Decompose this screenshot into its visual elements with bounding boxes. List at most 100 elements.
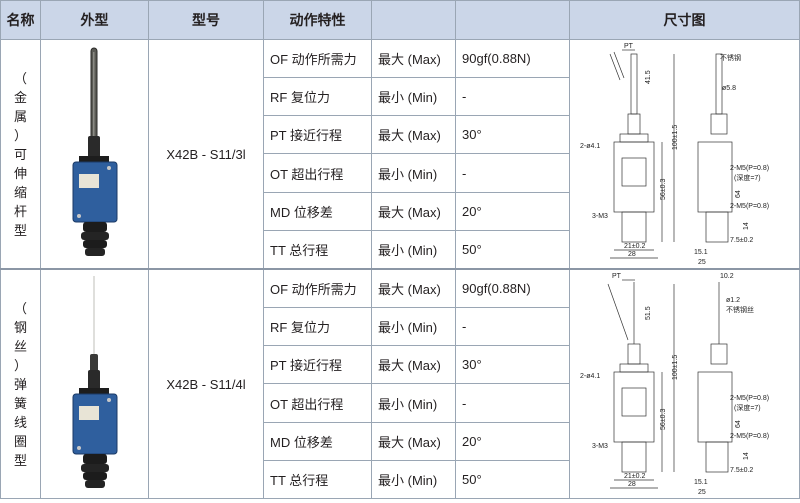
drawing-2-d75: 7.5±0.2: [730, 467, 753, 474]
product-2-prop-6: TT 总行程: [263, 459, 372, 500]
drawing-2-w21: 21±0.2: [624, 473, 645, 480]
limit-switch-telescopic-image: [72, 47, 117, 256]
drawing-2-d25: 25: [698, 489, 706, 496]
product-1-value-4: -: [455, 153, 570, 193]
product-2-photo: [40, 268, 149, 499]
drawing-2-wire-dia: ø1.2: [726, 297, 740, 304]
drawing-1-dim14: 14: [743, 222, 750, 230]
drawing-1-d75: 7.5±0.2: [730, 237, 753, 244]
drawing-2-dim14: 14: [743, 452, 750, 460]
product-2-limit-4: 最小 (Min): [371, 383, 456, 423]
drawing-2-pt: PT: [612, 273, 622, 280]
drawing-2-w28: 28: [628, 481, 636, 488]
product-2-limit-6: 最小 (Min): [371, 459, 456, 500]
product-1-prop-4: OT 超出行程: [263, 153, 372, 193]
product-1-limit-1: 最大 (Max): [371, 38, 456, 79]
product-2-limit-5: 最大 (Max): [371, 421, 456, 461]
product-1-photo: [40, 39, 149, 270]
product-1-limit-5: 最大 (Max): [371, 191, 456, 231]
product-2-dimension-drawing: PT 10.2 ø1.2 不锈钢丝 51.5 100±1.5 2-ø4.1 56…: [569, 268, 800, 499]
product-2-prop-1: OF 动作所需力: [263, 268, 372, 309]
product-1-value-2: -: [455, 77, 570, 117]
product-1-name: （金属）可伸缩杆型: [0, 39, 41, 270]
product-2-prop-3: PT 接近行程: [263, 345, 372, 385]
drawing-2-m3: 3-M3: [592, 443, 608, 450]
product-2-limit-3: 最大 (Max): [371, 345, 456, 385]
drawing-2-depth: (深度=7): [734, 403, 761, 412]
drawing-1-d25: 25: [698, 259, 706, 266]
drawing-1-w28: 28: [628, 251, 636, 258]
header-appearance: 外型: [40, 0, 149, 40]
product-1-dimension-drawing: PT 不锈钢 41.5 ø5.8 100±1.5 2-ø4.1 56±0.3 2…: [569, 39, 800, 270]
drawing-1-m3: 3-M3: [592, 213, 608, 220]
product-1-limit-4: 最小 (Min): [371, 153, 456, 193]
header-name: 名称: [0, 0, 41, 40]
drawing-1-body-h: 56±0.3: [660, 179, 667, 200]
product-2-row-3: PT 接近行程 最大 (Max) 30°: [1, 345, 800, 385]
drawing-2-hole: 2-ø4.1: [580, 373, 600, 380]
drawing-2-total-len: 100±1.5: [672, 355, 679, 380]
product-1-row-6: TT 总行程 最小 (Min) 50°: [1, 229, 800, 270]
product-1-prop-3: PT 接近行程: [263, 115, 372, 155]
drawing-1-rod-len: 41.5: [645, 70, 652, 84]
drawing-1-hole: 2-ø4.1: [580, 143, 600, 150]
product-2-prop-2: RF 复位力: [263, 307, 372, 347]
product-1-value-6: 50°: [455, 229, 570, 270]
drawing-1-material: 不锈钢: [720, 53, 741, 62]
product-1-value-5: 20°: [455, 191, 570, 231]
limit-switch-spring-wire-image: [72, 276, 117, 488]
product-2-value-4: -: [455, 383, 570, 423]
product-2-limit-1: 最大 (Max): [371, 268, 456, 309]
product-1-value-3: 30°: [455, 115, 570, 155]
product-1-limit-2: 最小 (Min): [371, 77, 456, 117]
drawing-2-d151: 15.1: [694, 479, 708, 486]
product-2-row-4: OT 超出行程 最小 (Min) -: [1, 383, 800, 423]
product-2-row-6: TT 总行程 最小 (Min) 50°: [1, 459, 800, 500]
drawing-2-dim64: 64: [735, 420, 742, 428]
drawing-1-rod-dia: ø5.8: [722, 85, 736, 92]
product-1-value-1: 90gf(0.88N): [455, 38, 570, 79]
product-1-limit-6: 最小 (Min): [371, 229, 456, 270]
header-model: 型号: [148, 0, 264, 40]
drawing-2-top-w: 10.2: [720, 273, 734, 280]
header-col5: [455, 0, 570, 40]
product-2-name: （钢丝）弹簧线圈型: [0, 268, 41, 499]
drawing-1-d151: 15.1: [694, 249, 708, 256]
product-2-limit-2: 最小 (Min): [371, 307, 456, 347]
product-1-prop-2: RF 复位力: [263, 77, 372, 117]
drawing-2-screw-bottom: 2-M5(P=0.8): [730, 433, 769, 440]
product-1-row-4: OT 超出行程 最小 (Min) -: [1, 153, 800, 193]
drawing-2-material: 不锈钢丝: [726, 305, 754, 314]
drawing-1-pt: PT: [624, 43, 634, 50]
drawing-1-w21: 21±0.2: [624, 243, 645, 250]
product-2-row-5: MD 位移差 最大 (Max) 20°: [1, 421, 800, 461]
dimension-drawing-2: PT 10.2 ø1.2 不锈钢丝 51.5 100±1.5 2-ø4.1 56…: [580, 273, 769, 496]
header-action: 动作特性: [263, 0, 372, 40]
drawing-1-dim64: 64: [735, 190, 742, 198]
product-2-value-2: -: [455, 307, 570, 347]
drawing-1-screw-bottom: 2-M5(P=0.8): [730, 203, 769, 210]
product-1-row-5: MD 位移差 最大 (Max) 20°: [1, 191, 800, 231]
product-2-value-5: 20°: [455, 421, 570, 461]
header-dimension: 尺寸图: [569, 0, 800, 40]
product-1-prop-6: TT 总行程: [263, 229, 372, 270]
product-1-row-2: RF 复位力 最小 (Min) -: [1, 77, 800, 117]
product-2-value-6: 50°: [455, 459, 570, 500]
drawing-2-rod-len: 51.5: [645, 306, 652, 320]
drawing-1-depth: (深度=7): [734, 173, 761, 182]
product-2-value-1: 90gf(0.88N): [455, 268, 570, 309]
product-2-prop-4: OT 超出行程: [263, 383, 372, 423]
drawing-2-body-h: 56±0.3: [660, 409, 667, 430]
drawing-1-total-len: 100±1.5: [672, 125, 679, 150]
product-2-row-1: （钢丝）弹簧线圈型 X42B - S11/4l: [0, 268, 800, 499]
header-row: 名称 外型 型号 动作特性 尺寸图: [0, 0, 800, 40]
drawing-2-screw-top: 2-M5(P=0.8): [730, 395, 769, 402]
product-2-prop-5: MD 位移差: [263, 421, 372, 461]
dimension-drawing-1: PT 不锈钢 41.5 ø5.8 100±1.5 2-ø4.1 56±0.3 2…: [580, 43, 769, 266]
product-1-limit-3: 最大 (Max): [371, 115, 456, 155]
product-1-prop-1: OF 动作所需力: [263, 38, 372, 79]
product-1-model: X42B - S11/3l: [148, 39, 264, 270]
product-2-value-3: 30°: [455, 345, 570, 385]
drawing-1-screw-top: 2-M5(P=0.8): [730, 165, 769, 172]
